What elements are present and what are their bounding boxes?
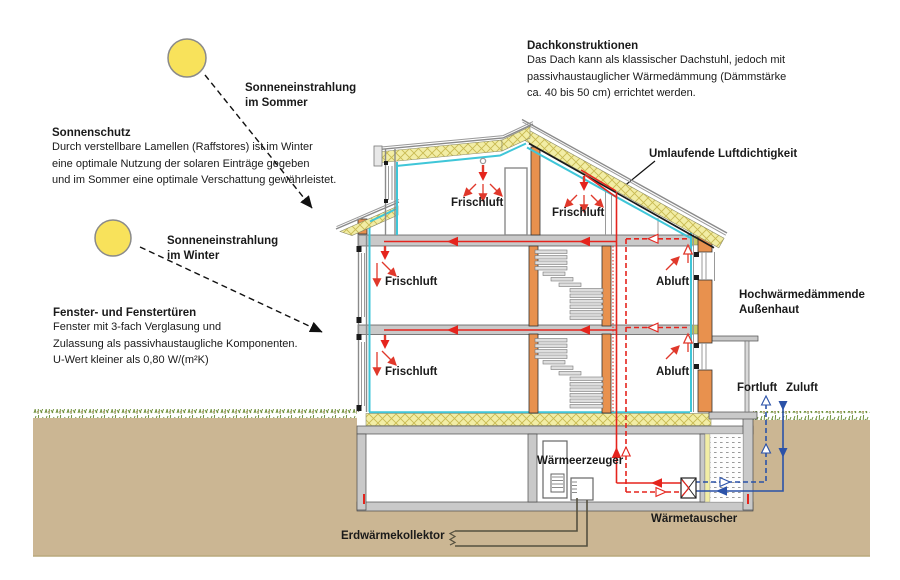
label-luftdichtigkeit: Umlaufende Luftdichtigkeit bbox=[649, 148, 798, 160]
collector-coil bbox=[448, 530, 457, 546]
roof-surface-left bbox=[373, 123, 534, 151]
staircase-upper bbox=[534, 249, 604, 320]
fortluft-pipe bbox=[695, 405, 767, 483]
label-dach-body: Das Dach kann als klassischer Dachstuhl,… bbox=[527, 54, 787, 99]
attic-door bbox=[504, 167, 528, 236]
roof-insulation-ridge bbox=[501, 126, 531, 152]
label-zuluft: Zuluft bbox=[786, 382, 818, 394]
supply-outlet-ground-floor bbox=[372, 335, 397, 377]
exhaust-air-system bbox=[620, 233, 694, 498]
grass-right bbox=[753, 411, 870, 420]
window-frame-node bbox=[356, 246, 362, 252]
label-erdwaermekollektor: Erdwärmekollektor bbox=[341, 530, 445, 542]
attic-floor-slab bbox=[357, 234, 693, 247]
window-frame-node bbox=[384, 199, 388, 203]
suns bbox=[94, 38, 207, 257]
basement-floor-slab bbox=[356, 501, 754, 512]
roof-surface-right bbox=[521, 118, 728, 234]
label-fortluft: Fortluft bbox=[737, 382, 778, 394]
window-frame-node bbox=[694, 343, 699, 348]
airtight-layer-attic-ceiling bbox=[395, 142, 527, 167]
outdoor-air-pipes bbox=[695, 394, 788, 496]
roof-duct-line-2 bbox=[584, 174, 617, 198]
roof-surface-right-2 bbox=[522, 121, 727, 236]
exhaust-grille-upper bbox=[665, 243, 694, 271]
geothermal-collector bbox=[448, 498, 588, 547]
column bbox=[601, 333, 612, 414]
pent-roof-surface bbox=[335, 201, 400, 230]
ceiling-diffuser-attic-left bbox=[463, 157, 503, 203]
label-sonnenschutz-title: Sonnenschutz bbox=[52, 127, 131, 139]
basement-partition-wall bbox=[527, 433, 538, 503]
right-facade bbox=[690, 223, 715, 413]
right-wall-orange-bottom bbox=[697, 369, 713, 413]
label-sonnenschutz-body: Durch verstellbare Lamellen (Raffstores)… bbox=[52, 141, 337, 186]
grass-left bbox=[33, 409, 357, 418]
basement-ceiling-slab bbox=[356, 425, 754, 435]
staircase-lower bbox=[534, 338, 604, 409]
window-frame-node bbox=[694, 364, 699, 369]
hvac-equipment bbox=[448, 440, 697, 547]
interior-structure bbox=[504, 146, 659, 414]
winter-radiation-arrow bbox=[139, 246, 323, 333]
balcony-slab bbox=[711, 335, 759, 342]
sun-summer-icon bbox=[167, 38, 207, 78]
label-frischluft-ground: Frischluft bbox=[385, 366, 438, 378]
label-sonneneinstrahlung-sommer: Sonneneinstrahlung im Sommer bbox=[245, 82, 357, 109]
label-frischluft-attic-left: Frischluft bbox=[451, 197, 504, 209]
left-facade bbox=[356, 218, 371, 412]
marker-tick-left bbox=[363, 494, 365, 504]
column bbox=[528, 333, 539, 414]
label-waermeerzeuger: Wärmeerzeuger bbox=[537, 455, 624, 467]
sun-winter-icon bbox=[94, 219, 132, 257]
label-waermetauscher: Wärmetauscher bbox=[651, 513, 738, 525]
window-frame-node bbox=[356, 317, 362, 323]
window-frame-node bbox=[356, 334, 362, 340]
ceiling-diffuser-attic-right bbox=[564, 176, 604, 214]
exhaust-grille-lower bbox=[665, 332, 694, 360]
window-frame-node bbox=[694, 252, 699, 257]
label-dach-title: Dachkonstruktionen bbox=[527, 40, 639, 52]
pent-roof-surface-2 bbox=[336, 199, 400, 228]
airtight-black-line-roof bbox=[528, 142, 715, 249]
label-abluft-upper: Abluft bbox=[656, 276, 690, 288]
right-wall-orange-mid bbox=[697, 279, 713, 344]
window-frame-node bbox=[356, 405, 362, 411]
marker-tick-right bbox=[747, 494, 749, 504]
airtight-layer-pent bbox=[369, 208, 397, 223]
label-frischluft-attic-right: Frischluft bbox=[552, 207, 605, 219]
column bbox=[601, 245, 612, 327]
label-sonneneinstrahlung-winter: Sonneneinstrahlung im Winter bbox=[167, 235, 279, 262]
label-abluft-ground: Abluft bbox=[656, 366, 690, 378]
window-frame-node bbox=[384, 161, 388, 165]
label-fenster-body: Fenster mit 3-fach Verglasung und Zulass… bbox=[53, 321, 298, 366]
supply-air-system bbox=[372, 157, 682, 488]
supply-outlet-upper-floor bbox=[372, 246, 397, 288]
porch-post bbox=[744, 340, 750, 413]
roof-surface-left-2 bbox=[373, 121, 534, 149]
summer-radiation-arrow bbox=[204, 74, 313, 209]
roof-duct-line bbox=[580, 169, 617, 192]
attic-column bbox=[530, 146, 541, 236]
porch-slab bbox=[708, 411, 758, 420]
basement-wall-left bbox=[356, 433, 367, 511]
roof-fascia bbox=[373, 145, 383, 167]
label-fenster-title: Fenster- und Fenstertüren bbox=[53, 307, 197, 319]
label-aussenhaut: Hochwärmedämmende Außenhaut bbox=[739, 289, 865, 316]
heat-pump-unit bbox=[570, 477, 594, 501]
label-frischluft-upper: Frischluft bbox=[385, 276, 438, 288]
floor-insulation-band bbox=[365, 413, 712, 426]
window-frame-node bbox=[694, 275, 699, 280]
column bbox=[528, 245, 539, 327]
